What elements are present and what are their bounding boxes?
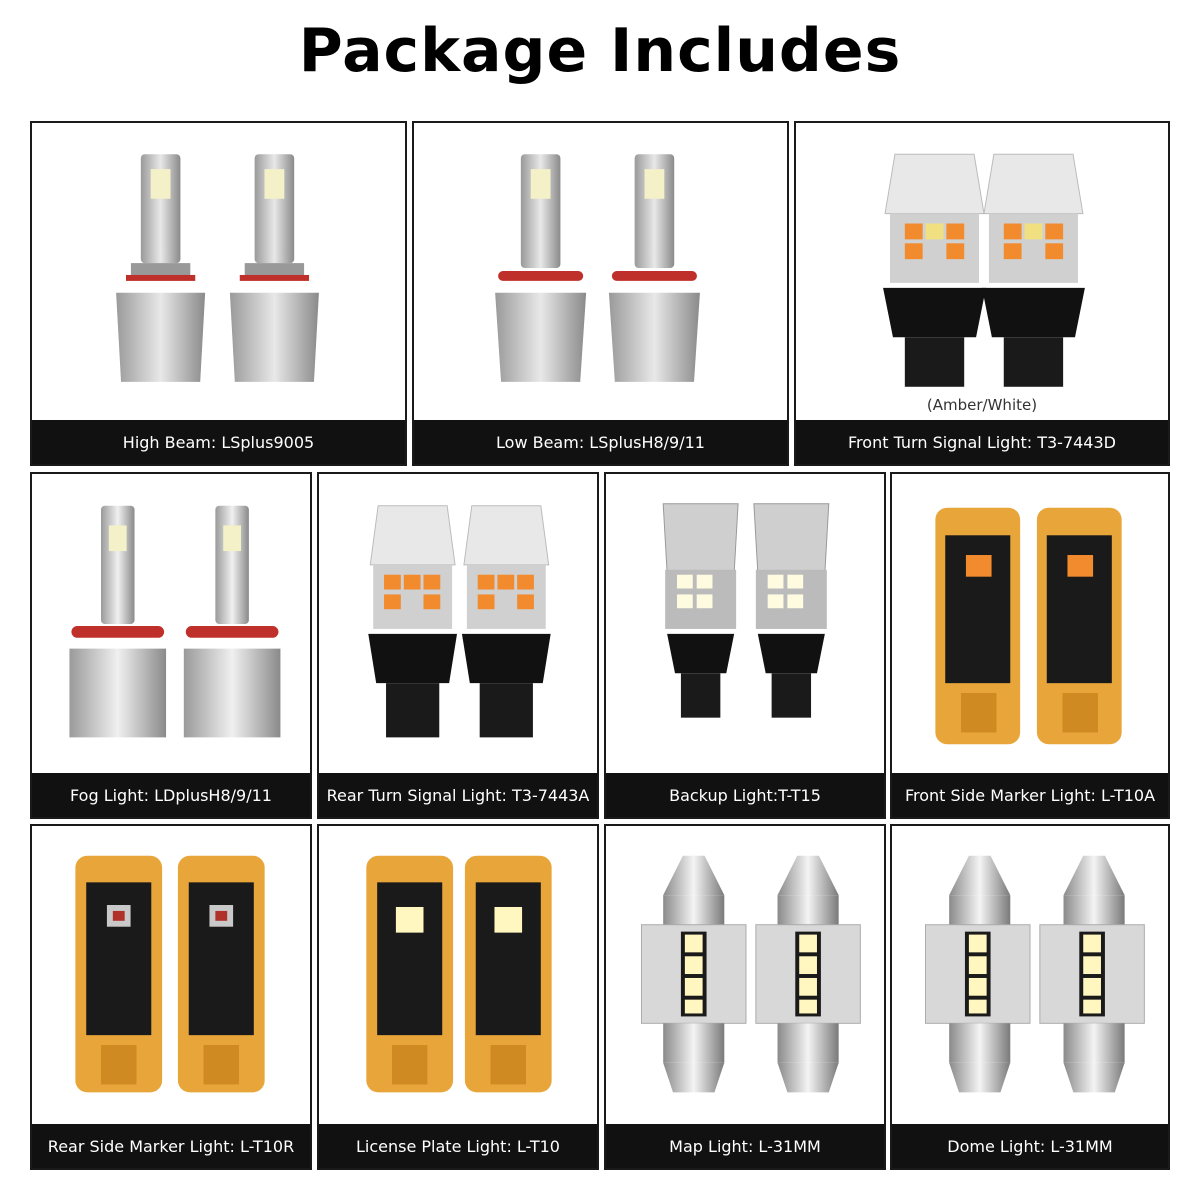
item-card-dome-light: Dome Light: L-31MM — [890, 824, 1170, 1170]
item-card-license-plate: License Plate Light: L-T10 — [317, 824, 599, 1170]
item-card-fog-light: Fog Light: LDplusH8/9/11 — [30, 472, 312, 819]
item-card-rear-turn-signal: Rear Turn Signal Light: T3-7443A — [317, 472, 599, 819]
festoon-bulb-icon — [892, 826, 1168, 1126]
item-label: Rear Turn Signal Light: T3-7443A — [319, 773, 597, 817]
turn-signal-bulb-icon — [319, 474, 597, 775]
wedge-bulb-icon — [892, 474, 1168, 775]
item-card-backup-light: Backup Light:T-T15 — [604, 472, 886, 819]
headlight-bulb-icon — [414, 123, 787, 422]
item-label: Fog Light: LDplusH8/9/11 — [32, 773, 310, 817]
item-label: Map Light: L-31MM — [606, 1124, 884, 1168]
wedge-bulb-icon — [32, 826, 310, 1126]
item-label: Backup Light:T-T15 — [606, 773, 884, 817]
fog-bulb-icon — [32, 474, 310, 775]
item-label: High Beam: LSplus9005 — [32, 420, 405, 464]
item-label: License Plate Light: L-T10 — [319, 1124, 597, 1168]
item-card-high-beam: High Beam: LSplus9005 — [30, 121, 407, 466]
item-card-rear-side-marker: Rear Side Marker Light: L-T10R — [30, 824, 312, 1170]
item-card-front-turn-signal: (Amber/White) Front Turn Signal Light: T… — [794, 121, 1170, 466]
item-label: Front Side Marker Light: L-T10A — [892, 773, 1168, 817]
backup-bulb-icon — [606, 474, 884, 775]
item-note: (Amber/White) — [926, 396, 1038, 414]
item-label: Dome Light: L-31MM — [892, 1124, 1168, 1168]
turn-signal-bulb-icon — [796, 123, 1168, 422]
item-card-front-side-marker: Front Side Marker Light: L-T10A — [890, 472, 1170, 819]
item-card-map-light: Map Light: L-31MM — [604, 824, 886, 1170]
item-label: Low Beam: LSplusH8/9/11 — [414, 420, 787, 464]
headlight-bulb-icon — [32, 123, 405, 422]
festoon-bulb-icon — [606, 826, 884, 1126]
item-label: Rear Side Marker Light: L-T10R — [32, 1124, 310, 1168]
wedge-bulb-icon — [319, 826, 597, 1126]
page-title: Package Includes — [298, 16, 902, 86]
item-card-low-beam: Low Beam: LSplusH8/9/11 — [412, 121, 789, 466]
item-label: Front Turn Signal Light: T3-7443D — [796, 420, 1168, 464]
